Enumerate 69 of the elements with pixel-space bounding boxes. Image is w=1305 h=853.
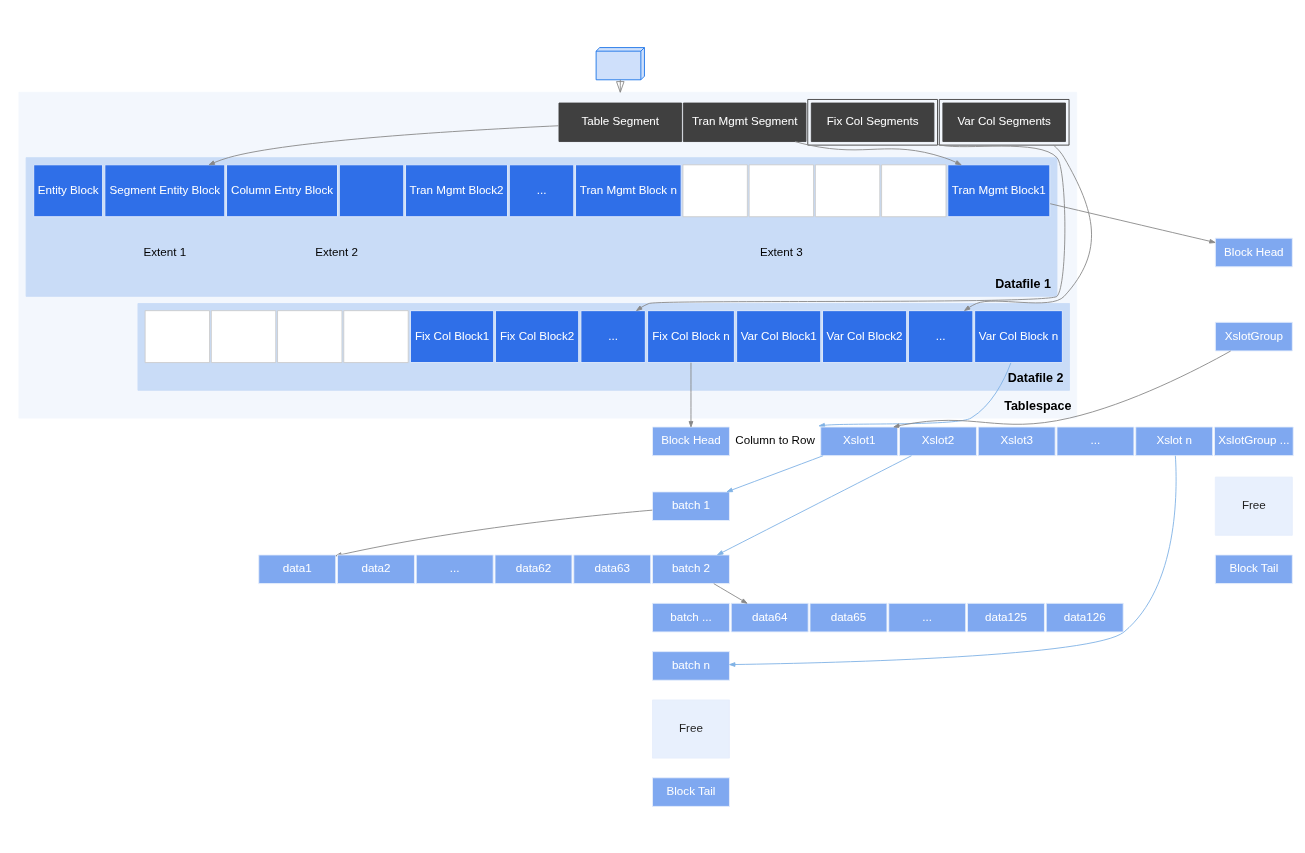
label: Extent 2 xyxy=(315,244,358,258)
node-box xyxy=(277,309,343,363)
arrow xyxy=(729,454,1177,667)
node-box: Xslot3 xyxy=(977,426,1056,456)
node-box: Table Segment xyxy=(558,102,683,142)
node-box: data126 xyxy=(1045,602,1124,632)
node-box: data63 xyxy=(573,554,652,584)
arrow xyxy=(794,140,962,165)
node-box: Entity Block xyxy=(33,163,104,217)
node-box: Column Entry Block xyxy=(226,163,338,217)
node-box: ... xyxy=(888,602,967,632)
node-box: data125 xyxy=(967,602,1045,632)
arrow xyxy=(636,143,1066,311)
node-box xyxy=(210,309,277,363)
node-box: ... xyxy=(1056,426,1135,456)
node-box: Tran Mgmt Block n xyxy=(575,163,682,217)
node-box: batch n xyxy=(652,650,730,681)
arrow xyxy=(1049,202,1216,244)
node-box: Fix Col Block n xyxy=(647,309,735,363)
node-box xyxy=(748,163,814,217)
label: Extent 1 xyxy=(143,244,187,258)
node-box xyxy=(881,163,947,217)
arrow xyxy=(726,454,824,492)
node-box: batch 2 xyxy=(652,554,730,584)
arrow xyxy=(717,454,912,555)
node-box: Tran Mgmt Block1 xyxy=(947,163,1051,217)
node-box: Xslot n xyxy=(1135,426,1214,456)
node-box: Block Head xyxy=(1214,237,1293,267)
label: Extent 3 xyxy=(760,244,803,258)
arrow xyxy=(208,124,560,165)
node-box: ... xyxy=(908,309,974,363)
node-box: batch ... xyxy=(652,602,730,632)
node-box: Free xyxy=(1214,476,1293,536)
node-box: Fix Col Block2 xyxy=(495,309,580,363)
node-box: Var Col Block n xyxy=(974,309,1063,363)
node-text: Column to Row xyxy=(735,432,815,446)
node-box: Segment Entity Block xyxy=(104,163,226,217)
node-box: Tran Mgmt Segment xyxy=(682,102,807,142)
node-box: batch 1 xyxy=(652,490,730,521)
node-box: Block Tail xyxy=(652,776,730,807)
node-box: ... xyxy=(415,554,494,584)
node-box: Block Tail xyxy=(1214,554,1293,584)
node-box: ... xyxy=(508,163,575,217)
node-box: XslotGroup xyxy=(1214,321,1293,351)
node-box: data65 xyxy=(809,602,888,632)
node-box: Var Col Segments xyxy=(938,98,1070,146)
node-box: Free xyxy=(652,699,730,759)
node-box: Tran Mgmt Block2 xyxy=(405,163,508,217)
node-box xyxy=(338,163,405,217)
arrow xyxy=(713,582,748,604)
node-box xyxy=(144,309,210,363)
node-box xyxy=(814,163,881,217)
arrow xyxy=(893,350,1232,428)
node-box: data1 xyxy=(258,554,337,584)
node-box xyxy=(343,309,409,363)
node-box: Fix Col Block1 xyxy=(410,309,495,363)
node-box: data62 xyxy=(494,554,573,584)
node-box: Var Col Block2 xyxy=(822,309,908,363)
node-box: Block Head xyxy=(652,426,730,456)
node-box xyxy=(682,163,748,217)
node-box: Var Col Block1 xyxy=(736,309,822,363)
node-box: data2 xyxy=(337,554,415,584)
node-box: Xslot1 xyxy=(820,426,899,456)
node-box: ... xyxy=(580,309,646,363)
arrow xyxy=(688,361,694,427)
node-box: data64 xyxy=(730,602,809,632)
node-box: XslotGroup ... xyxy=(1214,426,1294,456)
arrow xyxy=(964,144,1092,311)
node-box: Xslot2 xyxy=(899,426,977,456)
